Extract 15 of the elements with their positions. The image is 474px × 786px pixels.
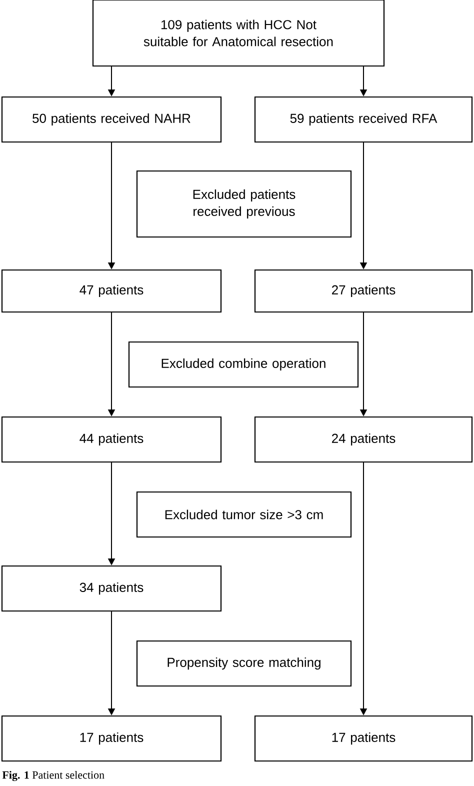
caption: Fig. 1 Patient selection bbox=[2, 770, 104, 782]
flow-box: 47 patients bbox=[1, 269, 222, 313]
flow-box: 27 patients bbox=[254, 269, 473, 313]
flow-box: Excluded combine operation bbox=[128, 341, 359, 388]
flow-box: 44 patients bbox=[1, 416, 222, 463]
flow-box: 17 patients bbox=[254, 715, 473, 762]
flow-box: Excluded patients received previous bbox=[136, 170, 352, 238]
flow-box: 59 patients received RFA bbox=[254, 96, 473, 143]
flow-box: Excluded tumor size >3 cm bbox=[136, 491, 352, 538]
flow-box: 24 patients bbox=[254, 416, 473, 463]
flow-box: 109 patients with HCC Not suitable for Anatomical resection bbox=[92, 0, 385, 67]
flow-box: 34 patients bbox=[1, 565, 222, 612]
flow-box: Propensity score matching bbox=[136, 640, 352, 687]
flow-box: 17 patients bbox=[1, 715, 222, 762]
flow-box: 50 patients received NAHR bbox=[1, 96, 222, 143]
